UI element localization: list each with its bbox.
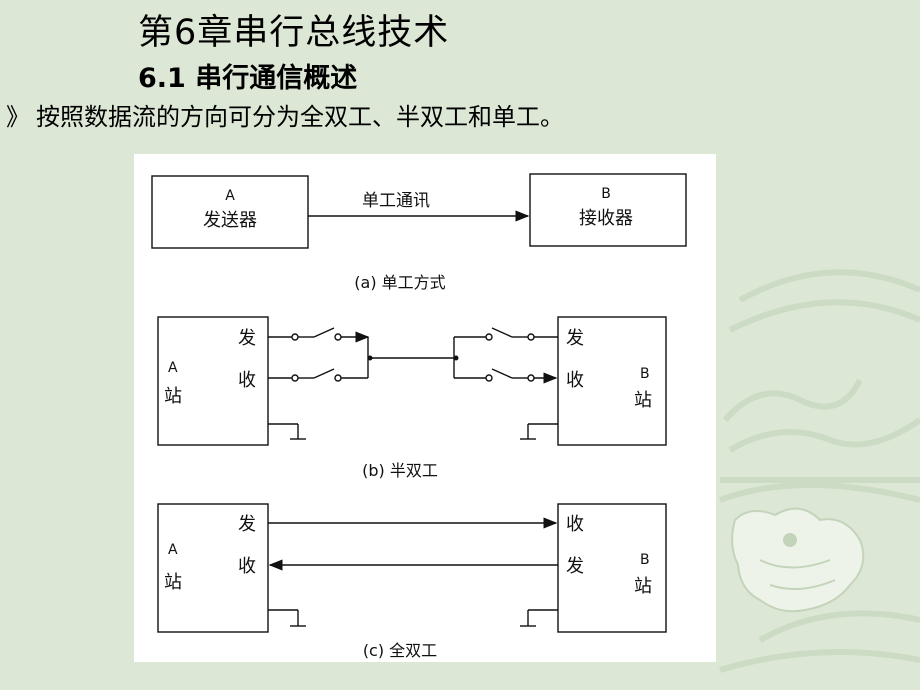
- a-send-label: 发: [238, 328, 256, 349]
- b-letter: B: [640, 366, 650, 382]
- b-station-label: 站: [634, 390, 652, 411]
- simplex-caption: (a) 单工方式: [354, 273, 445, 292]
- simplex-diagram: A 发送器 单工通讯 B 接收器 (a) 单工方式: [151, 173, 687, 292]
- simplex-arrow-label: 单工通讯: [362, 191, 430, 211]
- sender-box: [151, 175, 309, 249]
- a-switch-network: [268, 327, 373, 382]
- half-duplex-caption: (b) 半双工: [362, 461, 438, 480]
- receiver-box: [529, 173, 687, 247]
- full-duplex-diagram: 发 收 A 站 收 发 B 站 (c) 全双工: [157, 503, 667, 660]
- section-subtitle: 6.1 串行通信概述: [138, 63, 358, 94]
- sender-letter: A: [225, 188, 235, 204]
- station-a-box: [157, 316, 269, 446]
- ground-icon: [520, 609, 558, 627]
- receiver-label: 接收器: [579, 208, 633, 229]
- a-station-label: 站: [164, 572, 182, 593]
- bullet-text: 按照数据流的方向可分为全双工、半双工和单工。: [36, 103, 564, 131]
- ground-icon: [268, 609, 306, 627]
- station-a-box: [157, 503, 269, 633]
- a-station-label: 站: [164, 386, 182, 407]
- receiver-letter: B: [601, 186, 611, 202]
- communication-modes-figure: A 发送器 单工通讯 B 接收器 (a) 单工方式 发 收 A 站 发 收 B …: [134, 154, 716, 662]
- b-send-label: 发: [566, 556, 584, 577]
- full-duplex-caption: (c) 全双工: [363, 641, 437, 660]
- ground-icon: [520, 423, 558, 440]
- b-recv-label: 收: [566, 370, 584, 391]
- a-letter: A: [168, 360, 178, 376]
- station-b-box: [557, 503, 667, 633]
- dragon-ornament-icon: [731, 507, 865, 613]
- b-letter: B: [640, 552, 650, 568]
- slide-title: 第6章串行总线技术: [138, 13, 450, 53]
- a-recv-label: 收: [238, 370, 256, 391]
- b-station-label: 站: [634, 576, 652, 597]
- a-recv-label: 收: [238, 556, 256, 577]
- b-send-label: 发: [566, 328, 584, 349]
- b-switch-network: [453, 327, 558, 384]
- bullet-icon: 》: [6, 103, 30, 131]
- a-send-label: 发: [238, 514, 256, 535]
- station-b-box: [557, 316, 667, 446]
- half-duplex-diagram: 发 收 A 站 发 收 B 站: [157, 316, 667, 480]
- ground-icon: [268, 423, 306, 440]
- b-recv-label: 收: [566, 514, 584, 535]
- bullet-point: 》按照数据流的方向可分为全双工、半双工和单工。: [6, 97, 564, 132]
- sender-label: 发送器: [203, 210, 257, 231]
- a-letter: A: [168, 542, 178, 558]
